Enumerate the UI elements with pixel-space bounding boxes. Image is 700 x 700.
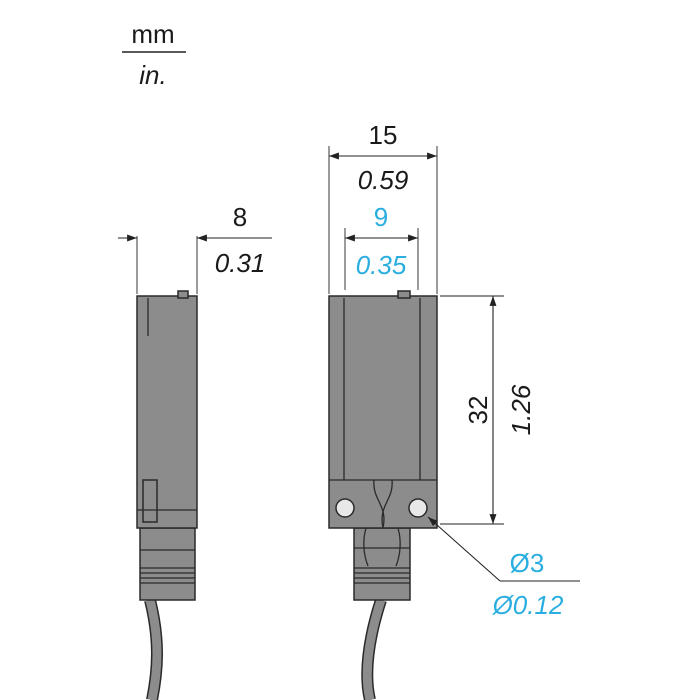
side-thickness-in: 0.31 <box>215 248 266 278</box>
side-cable <box>144 598 163 700</box>
height-in: 1.26 <box>506 384 536 435</box>
side-mount-tab <box>142 479 158 523</box>
side-view <box>136 290 198 700</box>
front-view <box>328 290 438 700</box>
dim-front-width: 15 0.59 <box>328 120 438 294</box>
dim-side-thickness: 8 0.31 <box>118 202 272 294</box>
front-center-detail-right <box>381 479 393 529</box>
front-cable-gland <box>353 527 411 601</box>
hole-diameter-in: Ø0.12 <box>492 590 564 620</box>
side-top-tab <box>177 290 189 299</box>
units-legend: mm in. <box>122 19 186 90</box>
dim-height: 32 1.26 <box>440 295 536 525</box>
side-cable-gland <box>139 527 196 601</box>
front-cable <box>361 598 387 700</box>
hole-diameter-mm: Ø3 <box>510 548 545 578</box>
front-width-mm: 15 <box>369 120 398 150</box>
front-center-detail-left <box>373 479 385 529</box>
hole-spacing-in: 0.35 <box>356 250 407 280</box>
dim-hole-spacing: 9 0.35 <box>344 202 419 290</box>
side-gland-rings <box>140 549 195 584</box>
dim-hole-diameter: Ø3 Ø0.12 <box>427 516 580 620</box>
mount-hole-right <box>408 498 428 518</box>
front-top-tab <box>397 290 411 299</box>
mount-hole-left <box>335 498 355 518</box>
front-body <box>328 295 438 529</box>
hole-spacing-mm: 9 <box>374 202 388 232</box>
height-mm: 32 <box>463 396 493 425</box>
front-gland-rings <box>354 527 410 584</box>
side-thickness-mm: 8 <box>233 202 247 232</box>
front-width-in: 0.59 <box>358 165 409 195</box>
units-in-label: in. <box>139 60 166 90</box>
units-mm-label: mm <box>131 19 174 49</box>
